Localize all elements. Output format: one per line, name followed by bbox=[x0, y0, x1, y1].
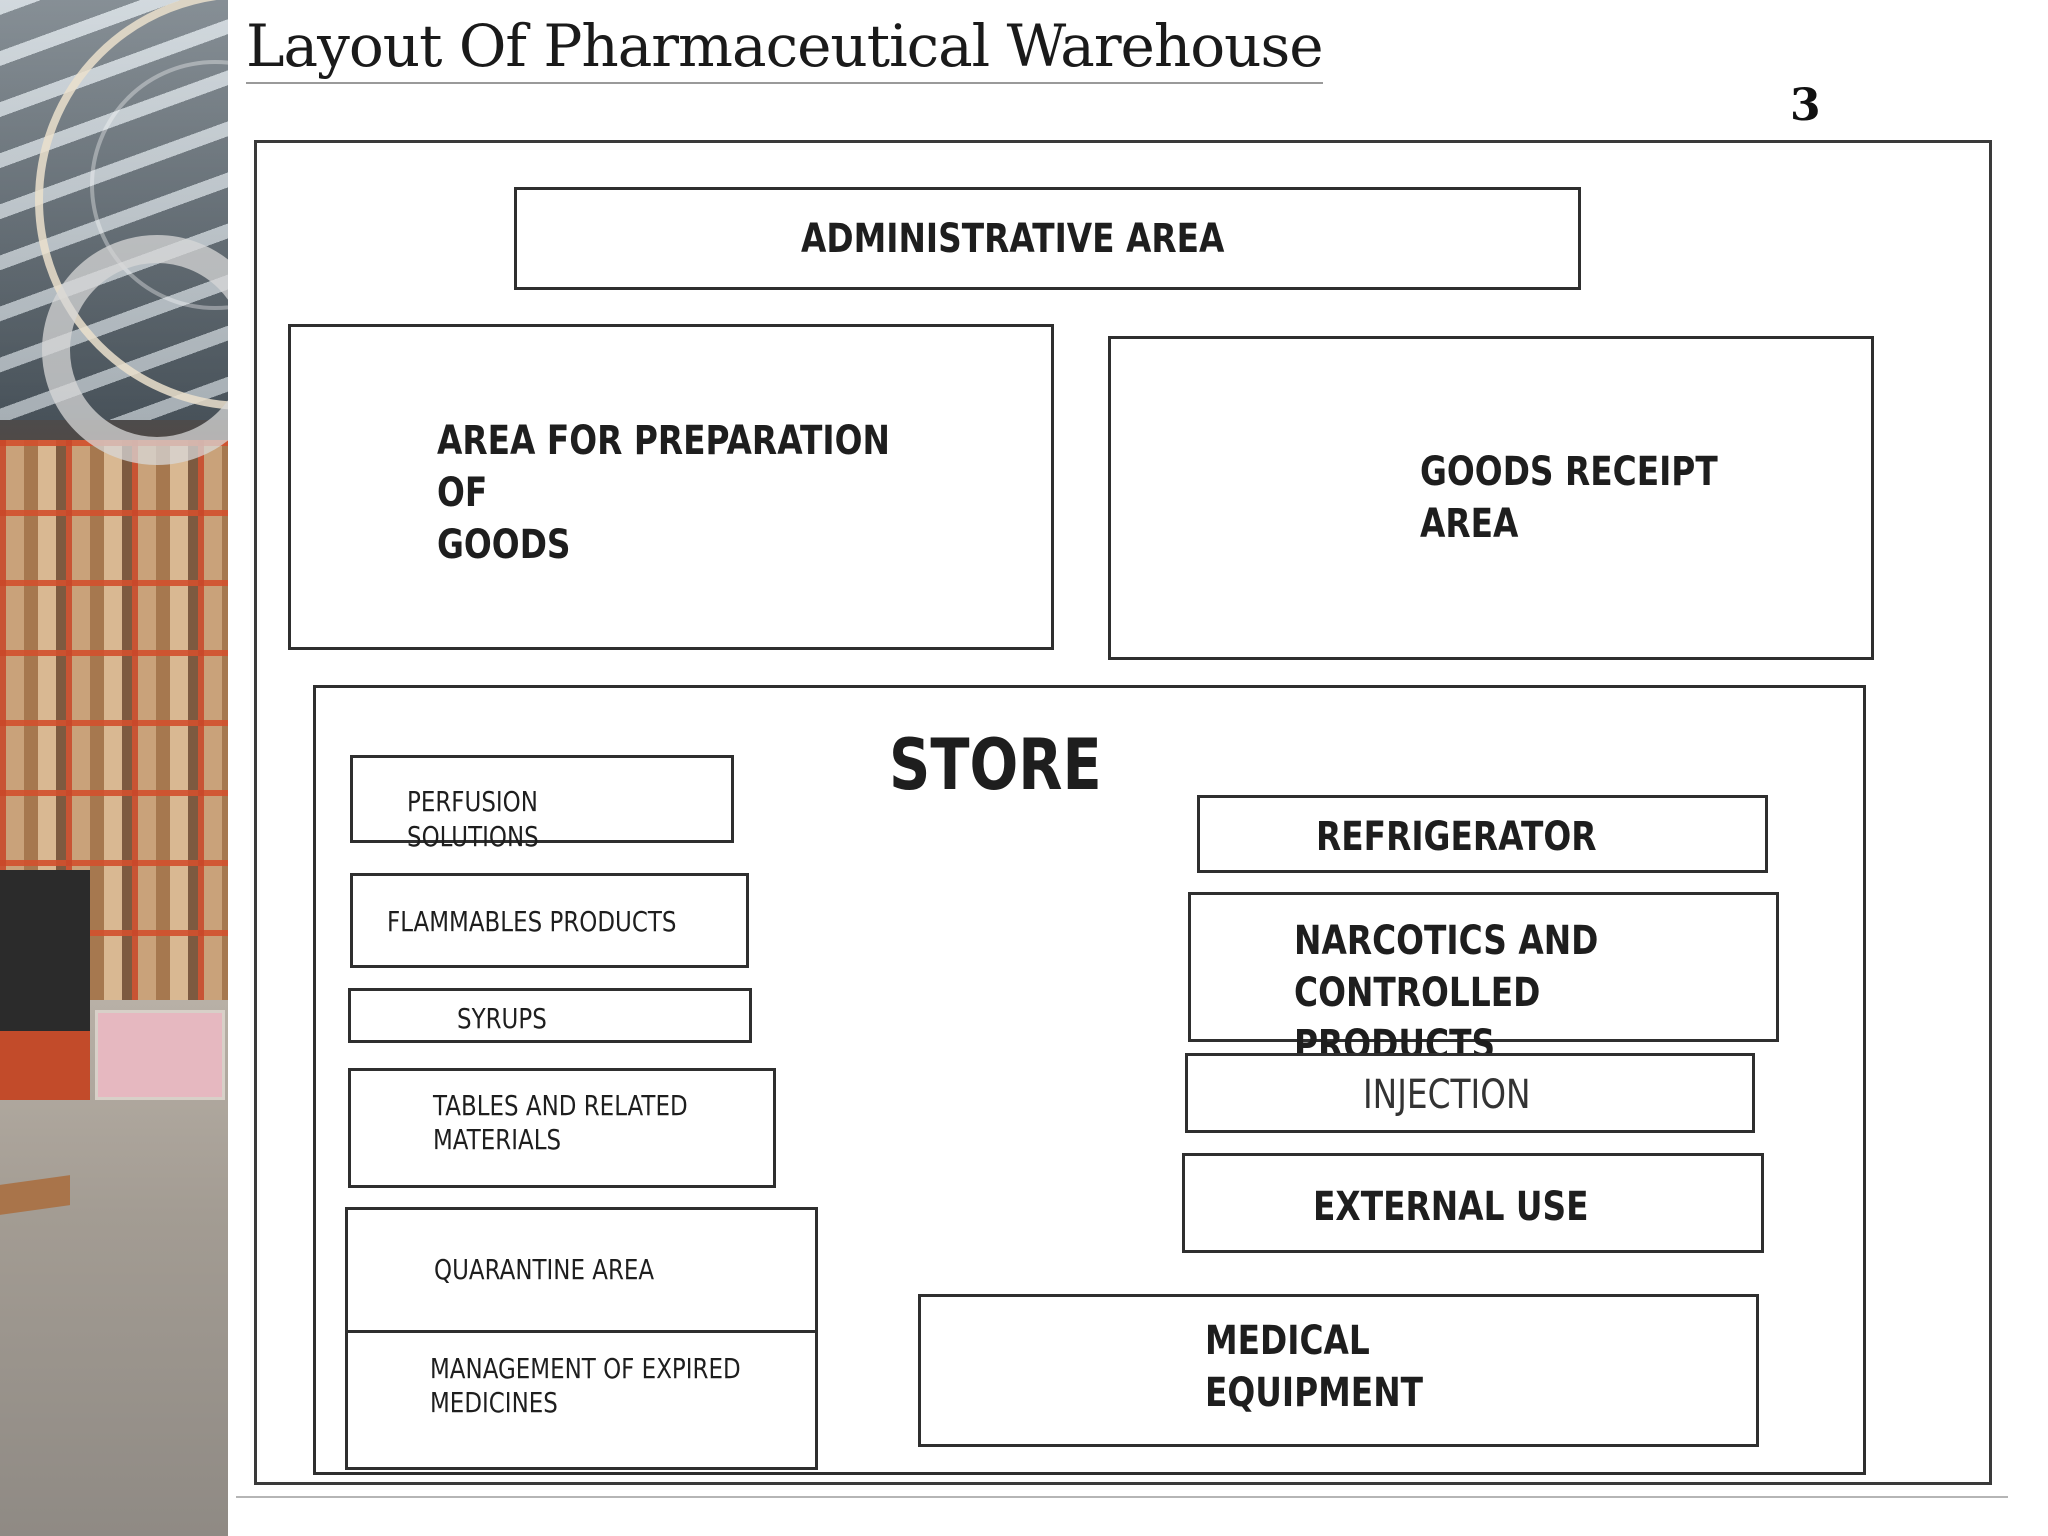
external-use-label: EXTERNAL USE bbox=[1313, 1184, 1589, 1230]
refrigerator-zone: REFRIGERATOR bbox=[1197, 795, 1768, 873]
goods-receipt-area: GOODS RECEIPT AREA bbox=[1108, 336, 1874, 660]
quarantine-divider bbox=[348, 1330, 815, 1333]
quarantine-label: QUARANTINE AREA bbox=[434, 1253, 655, 1286]
refrigerator-label: REFRIGERATOR bbox=[1316, 814, 1597, 860]
perfusion-solutions-label: PERFUSION SOLUTIONS bbox=[407, 785, 539, 853]
administrative-area-label: ADMINISTRATIVE AREA bbox=[801, 216, 1225, 262]
injection-zone: INJECTION bbox=[1185, 1053, 1755, 1133]
photo-pallet bbox=[95, 1010, 225, 1100]
medical-equipment-zone: MEDICAL EQUIPMENT bbox=[918, 1294, 1759, 1447]
flammables-zone: FLAMMABLES PRODUCTS bbox=[350, 873, 749, 968]
expired-medicines-label: MANAGEMENT OF EXPIRED MEDICINES bbox=[430, 1352, 741, 1419]
page-number: 3 bbox=[1790, 80, 1821, 131]
goods-receipt-area-label: GOODS RECEIPT AREA bbox=[1420, 449, 1718, 547]
photo-ceiling bbox=[0, 0, 228, 420]
store-label: STORE bbox=[889, 724, 1102, 806]
preparation-area-label: AREA FOR PREPARATION OF GOODS bbox=[437, 418, 890, 568]
external-use-zone: EXTERNAL USE bbox=[1182, 1153, 1764, 1253]
photo-forklift bbox=[0, 870, 90, 1100]
quarantine-expired-zone: QUARANTINE AREA MANAGEMENT OF EXPIRED ME… bbox=[345, 1207, 818, 1470]
flammables-label: FLAMMABLES PRODUCTS bbox=[387, 905, 677, 938]
injection-label: INJECTION bbox=[1363, 1072, 1531, 1118]
syrups-zone: SYRUPS bbox=[348, 988, 752, 1043]
slide-title: Layout Of Pharmaceutical Warehouse bbox=[246, 12, 1324, 84]
administrative-area: ADMINISTRATIVE AREA bbox=[514, 187, 1581, 290]
perfusion-solutions-zone: PERFUSION SOLUTIONS bbox=[350, 755, 734, 853]
tables-label: TABLES AND RELATED MATERIALS bbox=[433, 1089, 688, 1156]
tables-zone: TABLES AND RELATED MATERIALS bbox=[348, 1068, 776, 1188]
preparation-area: AREA FOR PREPARATION OF GOODS bbox=[288, 324, 1054, 650]
footer-rule bbox=[236, 1496, 2008, 1498]
narcotics-label: NARCOTICS AND CONTROLLED PRODUCTS bbox=[1294, 918, 1599, 1068]
medical-equipment-label: MEDICAL EQUIPMENT bbox=[1205, 1318, 1424, 1416]
narcotics-zone: NARCOTICS AND CONTROLLED PRODUCTS bbox=[1188, 892, 1779, 1068]
store-area: STORE PERFUSION SOLUTIONS FLAMMABLES PRO… bbox=[313, 685, 1866, 1475]
warehouse-photo bbox=[0, 0, 228, 1536]
syrups-label: SYRUPS bbox=[457, 1002, 547, 1035]
